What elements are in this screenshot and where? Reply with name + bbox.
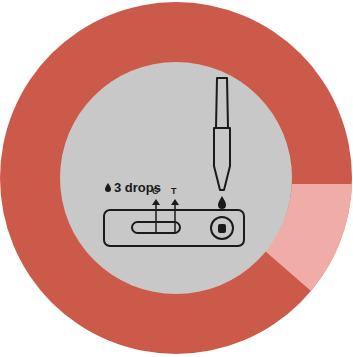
test-label: T <box>171 187 177 196</box>
drop-icon <box>218 196 226 209</box>
dropper <box>214 78 230 190</box>
control-label: C <box>152 187 159 196</box>
drop-symbol <box>105 183 111 192</box>
test-line <box>174 204 176 233</box>
marker-triangle <box>171 199 179 205</box>
sample-well <box>211 217 233 239</box>
sample-pad <box>218 224 226 233</box>
marker-triangle <box>152 199 160 205</box>
dropper-bulb <box>216 78 228 128</box>
control-line <box>155 204 157 233</box>
inner-disc <box>60 62 292 294</box>
dropper-body <box>214 128 230 190</box>
test-cassette <box>104 210 244 246</box>
